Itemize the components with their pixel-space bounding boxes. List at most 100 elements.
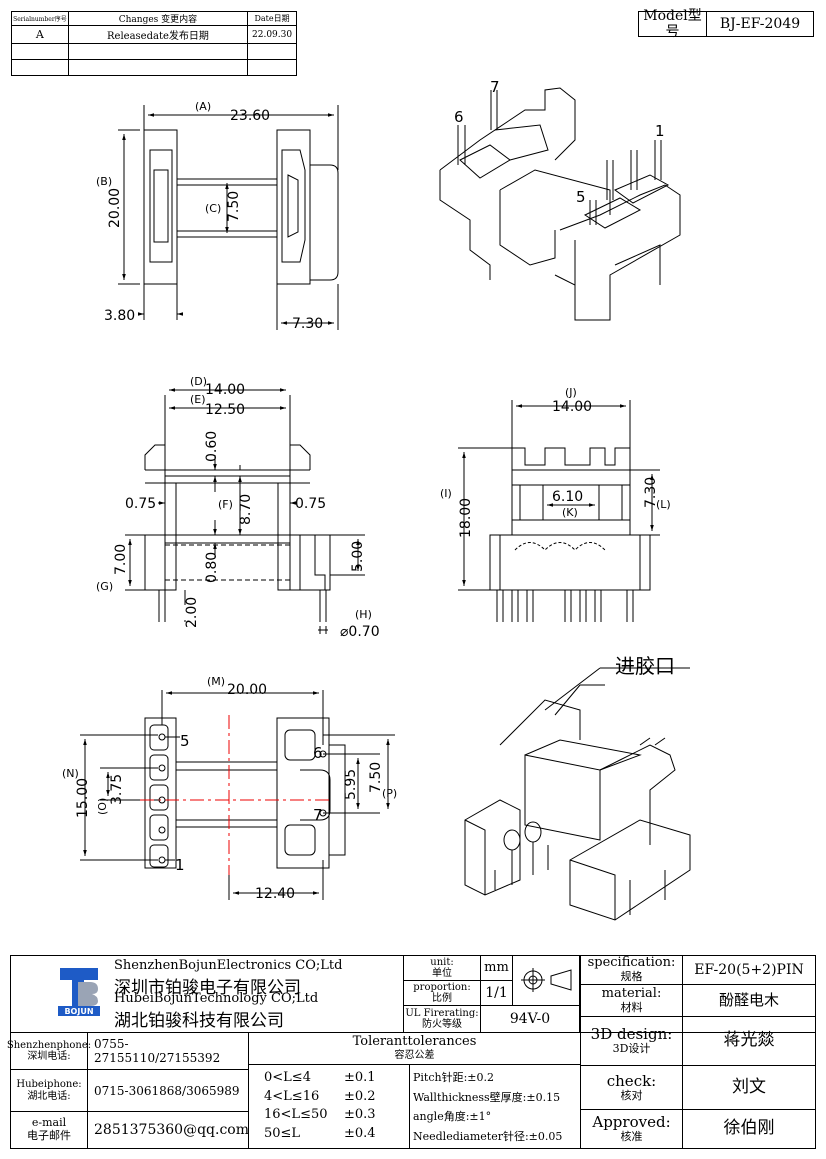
- needle-tolerance: Needlediameter针径:±0.05: [413, 1130, 563, 1143]
- dim-i: 18.00: [458, 498, 474, 538]
- centerlines: [140, 715, 330, 875]
- bottom-pin-1: 1: [175, 856, 185, 874]
- dim-p-label: (P): [382, 787, 397, 800]
- dim-j-label: (J): [565, 386, 577, 399]
- model-label: Model型号: [638, 8, 707, 40]
- dim-d: 14.00: [205, 382, 245, 398]
- ul-value: 94V-0: [480, 1005, 580, 1033]
- dim-w1: 3.80: [104, 308, 135, 324]
- material-label: material:材料: [580, 984, 683, 1017]
- dim-b-label: (B): [96, 175, 112, 188]
- company-logo: BOJUN: [58, 966, 100, 1016]
- material-value: 酚醛电木: [682, 984, 816, 1017]
- dim-h-label: (H): [355, 608, 372, 621]
- dim-a-label: (A): [195, 100, 211, 113]
- company-en-2: HubeiBojunTechnology CO;Ltd: [114, 991, 319, 1006]
- dim-c: 7.50: [226, 191, 242, 222]
- tol-range: 4<L≤16: [264, 1089, 320, 1104]
- dim-500: 5.00: [350, 541, 366, 572]
- dim-w2: 7.30: [292, 316, 323, 332]
- tol-range: 0<L≤4: [264, 1070, 311, 1085]
- rev-cell: [67, 59, 249, 76]
- top-view: [118, 105, 339, 330]
- drawing-canvas: (A) 23.60 (B) 20.00 (C) 7.50 3.80 7.30 7…: [62, 78, 691, 921]
- bottom-pin-5: 5: [180, 732, 190, 750]
- dim-060: 0.60: [204, 431, 220, 462]
- side-view: [458, 400, 660, 622]
- unit-label: unit:单位: [403, 955, 481, 981]
- dim-a: 23.60: [230, 108, 270, 124]
- revision-table: Serialnumber序号 Changes 变更内容 Date日期 A Rel…: [11, 11, 297, 76]
- dim-p: 7.50: [368, 762, 384, 793]
- spec-value: EF-20(5+2)PIN: [682, 955, 816, 985]
- bottom-pin-6: 6: [313, 744, 323, 762]
- dim-n: 15.00: [75, 778, 91, 818]
- iso-pin-7: 7: [490, 78, 500, 96]
- check-value: 刘文: [682, 1065, 816, 1110]
- dim-l-label: (L): [656, 498, 671, 511]
- dim-080: 0.80: [204, 552, 220, 583]
- hb-phone: 0715-3061868/3065989: [87, 1069, 249, 1112]
- dim-075b: 0.75: [295, 496, 326, 512]
- iso-pin-5: 5: [576, 188, 586, 206]
- dim-d-label: (D): [190, 375, 207, 388]
- approved-value: 徐伯刚: [682, 1109, 816, 1149]
- tol-value: ±0.1: [344, 1070, 376, 1085]
- dim-075a: 0.75: [125, 496, 156, 512]
- dim-f-label: (F): [218, 498, 233, 511]
- design-value: 蒋光燚: [682, 1016, 816, 1066]
- model-value: BJ-EF-2049: [706, 11, 814, 37]
- iso-view-bottom: [464, 667, 691, 921]
- company-cn-1: 深圳市铂骏电子有限公司: [114, 978, 301, 998]
- dim-k: 6.10: [552, 489, 583, 505]
- bottom-view: [80, 690, 395, 900]
- gate-label: 进胶口: [615, 654, 675, 678]
- tol-value: ±0.2: [344, 1089, 376, 1104]
- dim-h: ⌀0.70: [340, 624, 380, 640]
- dim-1240: 12.40: [255, 886, 295, 902]
- iso-pin-6: 6: [454, 108, 464, 126]
- projection-symbol: [512, 955, 580, 1006]
- bottom-pin-7: 7: [313, 806, 323, 824]
- tolerance-notes: [409, 1064, 581, 1149]
- hb-phone-label: Hubeiphone:湖北电话:: [10, 1069, 88, 1112]
- dim-b: 20.00: [107, 188, 123, 228]
- pitch-tolerance: Pitch针距:±0.2: [413, 1071, 495, 1084]
- iso-pin-1: 1: [655, 122, 665, 140]
- tol-range: 16<L≤50: [264, 1107, 328, 1122]
- dim-k-label: (K): [562, 506, 578, 519]
- sz-phone: 0755-27155110/27155392: [87, 1032, 249, 1070]
- email: 2851375360@qq.com: [87, 1111, 249, 1149]
- tol-range: 50≤L: [264, 1126, 301, 1141]
- dim-o-label: (O): [96, 798, 109, 815]
- design-label: 3D design:3D设计: [580, 1016, 683, 1066]
- iso-view-top: [439, 87, 681, 321]
- dim-i-label: (I): [440, 487, 452, 500]
- dim-n-label: (N): [62, 767, 79, 780]
- proportion-label: proportion:比例: [403, 980, 481, 1006]
- dim-j: 14.00: [552, 399, 592, 415]
- sz-phone-label: Shenzhenphone:深圳电话:: [7, 1032, 91, 1070]
- dim-e-label: (E): [190, 393, 206, 406]
- check-label: check:核对: [580, 1065, 683, 1110]
- dim-m: 20.00: [227, 682, 267, 698]
- dim-g-label: (G): [96, 580, 113, 593]
- unit-value: mm: [480, 955, 513, 981]
- bottom-pin-markers: [158, 733, 327, 864]
- rev-cell: [247, 59, 297, 76]
- dim-595: 5.95: [343, 769, 359, 800]
- approved-label: Approved:核准: [580, 1109, 683, 1149]
- proportion-value: 1/1: [480, 980, 513, 1006]
- company-en-1: ShenzhenBojunElectronics CO;Ltd: [114, 958, 343, 973]
- front-view: [125, 388, 365, 634]
- dim-m-label: (M): [207, 675, 225, 688]
- wall-tolerance: Wallthickness壁厚度:±0.15: [413, 1091, 561, 1104]
- spec-label: specification:规格: [580, 955, 683, 985]
- angle-tolerance: angle角度:±1°: [413, 1110, 492, 1123]
- dim-g: 7.00: [113, 544, 129, 575]
- logo-text: BOJUN: [64, 1007, 93, 1016]
- dim-200: 2.00: [184, 597, 200, 628]
- dim-c-label: (C): [205, 202, 221, 215]
